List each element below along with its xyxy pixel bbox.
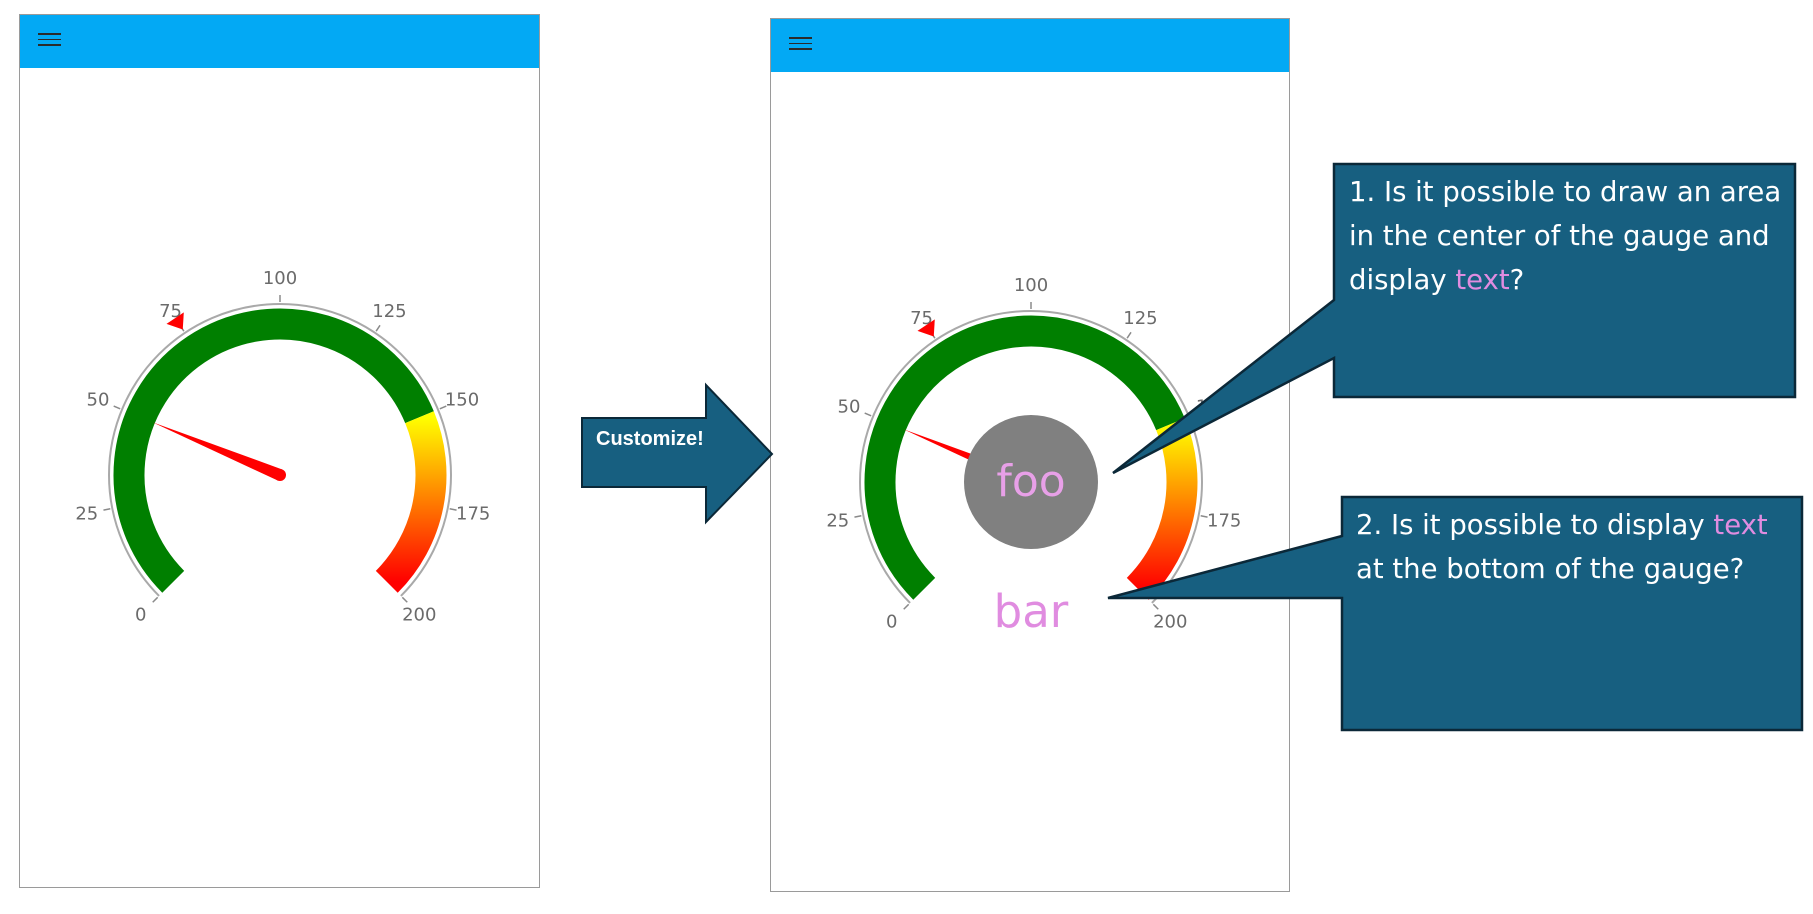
gauge-range-1 (375, 411, 447, 593)
customize-arrow (581, 382, 774, 525)
gauge-tick-label-0: 0 (135, 604, 146, 625)
callout-2-text-before: 2. Is it possible to display (1356, 509, 1714, 541)
hamburger-menu-icon[interactable] (789, 37, 812, 53)
gauge-scale-arc (108, 302, 452, 597)
gauge-tick-label-75: 75 (910, 308, 933, 329)
gauge-center-text: foo (996, 456, 1066, 507)
app-bar (20, 15, 539, 68)
gauge-tick-label-200: 200 (1153, 611, 1187, 632)
gauge-tick-0 (903, 603, 910, 610)
gauge-scale-arc (859, 309, 1203, 604)
callout-2-text-after: at the bottom of the gauge? (1356, 553, 1745, 585)
gauge-tick-label-150: 150 (445, 390, 479, 411)
gauge-tick-label-75: 75 (159, 301, 182, 322)
callout-1-text: 1. Is it possible to draw an area in the… (1349, 170, 1789, 302)
callout-2-highlight: text (1713, 509, 1768, 541)
callout-1-text-after: ? (1509, 264, 1525, 296)
gauge-tick-50 (864, 412, 872, 417)
gauge-marker (917, 319, 935, 337)
radial-gauge: 0 25 50 75 100 125 150 175 200 (75, 268, 490, 625)
gauge-tick-label-200: 200 (402, 604, 436, 625)
gauge-tick-label-100: 100 (1014, 275, 1048, 296)
gauge-tick-25 (854, 515, 862, 518)
gauge-tick-175 (1200, 515, 1208, 518)
gauge-tick-label-0: 0 (886, 611, 897, 632)
gauge-tick-50 (113, 405, 121, 410)
app-bar (771, 19, 1289, 72)
gauge-tick-200 (401, 596, 408, 603)
callout-box-1 (1112, 162, 1797, 475)
gauge-tick-200 (1152, 603, 1159, 610)
gauge-tick-0 (152, 596, 159, 603)
callout-box-2 (1107, 495, 1804, 732)
callout-2-text: 2. Is it possible to display text at the… (1356, 503, 1796, 591)
phone-before: 0 25 50 75 100 125 150 175 200 (19, 14, 540, 888)
gauge-tick-150 (439, 405, 447, 410)
gauge-range-0 (864, 315, 1185, 600)
gauge-range-1 (1126, 418, 1198, 600)
gauge-tick-label-100: 100 (263, 268, 297, 289)
gauge-tick-label-25: 25 (75, 503, 98, 524)
gauge-tick-25 (103, 508, 111, 511)
gauge-tick-label-25: 25 (826, 510, 849, 531)
gauge-needle-hub (274, 469, 286, 481)
gauge-center-circle (964, 415, 1098, 549)
gauge-tick-label-50: 50 (87, 390, 110, 411)
gauge-marker (166, 312, 184, 330)
hamburger-menu-icon[interactable] (38, 33, 61, 49)
callout-1-highlight: text (1455, 264, 1510, 296)
gauge-tick-label-175: 175 (1207, 510, 1241, 531)
gauge-tick-label-50: 50 (838, 397, 861, 418)
gauge-tick-label-175: 175 (456, 503, 490, 524)
gauge-tick-125 (1126, 331, 1132, 339)
callout-1-text-before: 1. Is it possible to draw an area in the… (1349, 176, 1782, 296)
gauge-tick-label-125: 125 (372, 301, 406, 322)
gauge-range-0 (113, 308, 434, 593)
gauge-needle (152, 422, 283, 481)
gauge-tick-125 (375, 324, 381, 332)
customize-arrow-label: Customize! (596, 428, 704, 450)
gauge-tick-175 (449, 508, 457, 511)
gauge-bottom-text: bar (993, 585, 1069, 638)
gauge-tick-label-125: 125 (1123, 308, 1157, 329)
